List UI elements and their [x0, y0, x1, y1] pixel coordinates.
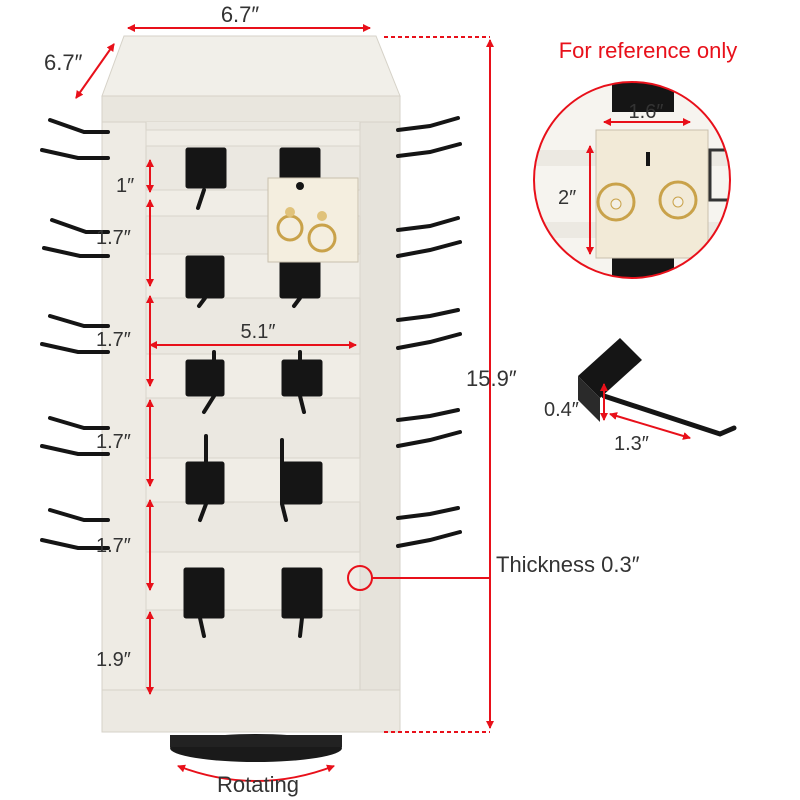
bracket-height-label: 0.4″ — [544, 399, 579, 421]
card-height-label: 2″ — [558, 187, 576, 209]
right-post — [359, 121, 401, 708]
total-height-label: 15.9″ — [466, 366, 517, 391]
left-post — [101, 121, 147, 708]
gap-1-label: 1″ — [116, 175, 134, 197]
gap-6-label: 1.9″ — [96, 649, 131, 671]
gap-3-label: 1.7″ — [96, 329, 131, 351]
gap-5-label: 1.7″ — [96, 535, 131, 557]
display-rack — [40, 35, 462, 762]
dimension-labels: 6.7″ 6.7″ 15.9″ 1″ 1.7″ 1.7″ 1.7″ 1.7″ 1… — [44, 2, 640, 797]
reference-inset: For reference only 1.6″ 2″ — [533, 38, 738, 279]
slats — [145, 129, 361, 611]
front-hooks — [183, 147, 323, 638]
card-width-label: 1.6″ — [629, 101, 664, 123]
inner-width-label: 5.1″ — [241, 321, 276, 343]
thickness-label: Thickness 0.3″ — [496, 552, 640, 577]
rotating-label: Rotating — [217, 772, 299, 797]
inset-caption: For reference only — [559, 38, 738, 63]
gap-2-label: 1.7″ — [96, 227, 131, 249]
top-width-label: 6.7″ — [221, 2, 260, 27]
gap-4-label: 1.7″ — [96, 431, 131, 453]
top-depth-label: 6.7″ — [44, 50, 83, 75]
arm-length-label: 1.3″ — [614, 433, 649, 455]
earring-card-icon — [267, 177, 359, 263]
dimension-lines — [75, 24, 494, 782]
top-panel — [101, 35, 401, 97]
earring-card-icon — [595, 129, 709, 259]
side-hooks — [40, 116, 462, 550]
hook-icon: 0.4″ 1.3″ — [544, 338, 737, 455]
